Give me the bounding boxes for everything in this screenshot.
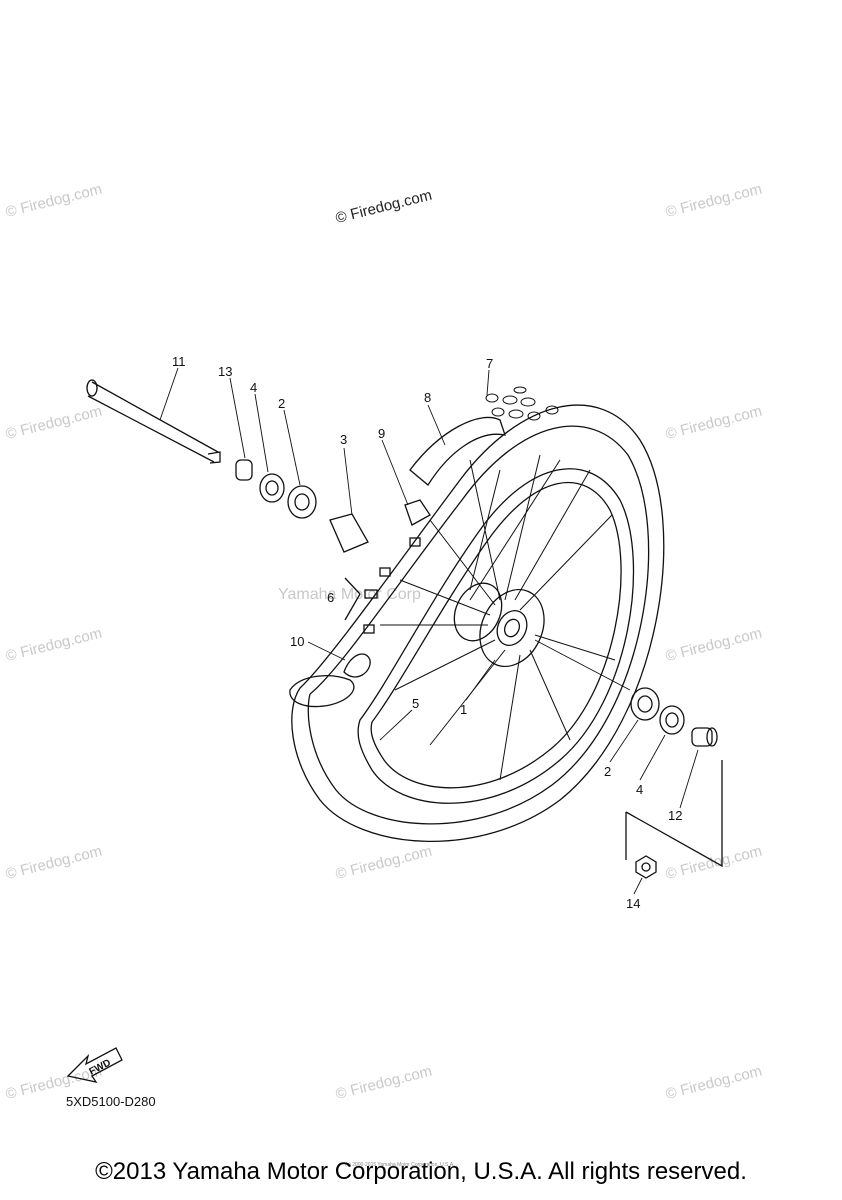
collar-right xyxy=(691,727,718,747)
bearing-right xyxy=(630,687,660,721)
spacer xyxy=(329,513,369,553)
callout-14: 14 xyxy=(626,896,641,911)
oil-seal-right xyxy=(659,705,685,735)
callout-2-left: 2 xyxy=(278,396,286,411)
callout-13: 13 xyxy=(218,364,233,379)
tube xyxy=(289,675,355,708)
spokes xyxy=(380,454,616,781)
ghost-watermark: Yamaha Motor Corp xyxy=(278,586,421,603)
tire xyxy=(291,404,665,842)
oil-seal-left xyxy=(259,473,285,503)
valve xyxy=(343,653,371,678)
callout-9: 9 xyxy=(378,426,386,441)
callout-12: 12 xyxy=(668,808,683,823)
hub xyxy=(479,588,545,668)
callout-10: 10 xyxy=(290,634,305,649)
rim-band xyxy=(409,416,506,486)
callout-4-left: 4 xyxy=(250,380,258,395)
callout-7: 7 xyxy=(486,356,494,371)
tiny-copyright: (c) 2000-2015 Yamaha Motor Corporation, … xyxy=(345,1162,455,1168)
callout-5: 5 xyxy=(412,696,420,711)
callout-3: 3 xyxy=(340,432,348,447)
fwd-arrow-icon xyxy=(66,1047,123,1083)
collar-left xyxy=(235,459,253,481)
axle xyxy=(86,379,221,464)
bearing-left xyxy=(287,485,317,519)
copyright-footer: ©2013 Yamaha Motor Corporation, U.S.A. A… xyxy=(95,1158,747,1185)
callout-8: 8 xyxy=(424,390,432,405)
callout-11: 11 xyxy=(172,354,186,369)
diagram-code: 5XD5100-D280 xyxy=(66,1094,156,1109)
callout-4-right: 4 xyxy=(636,782,644,797)
callout-2-right: 2 xyxy=(604,764,612,779)
callout-6: 6 xyxy=(327,590,335,605)
callout-1: 1 xyxy=(460,702,468,717)
rim xyxy=(357,468,635,804)
nut xyxy=(635,855,657,879)
spoke-nipples xyxy=(344,537,421,634)
